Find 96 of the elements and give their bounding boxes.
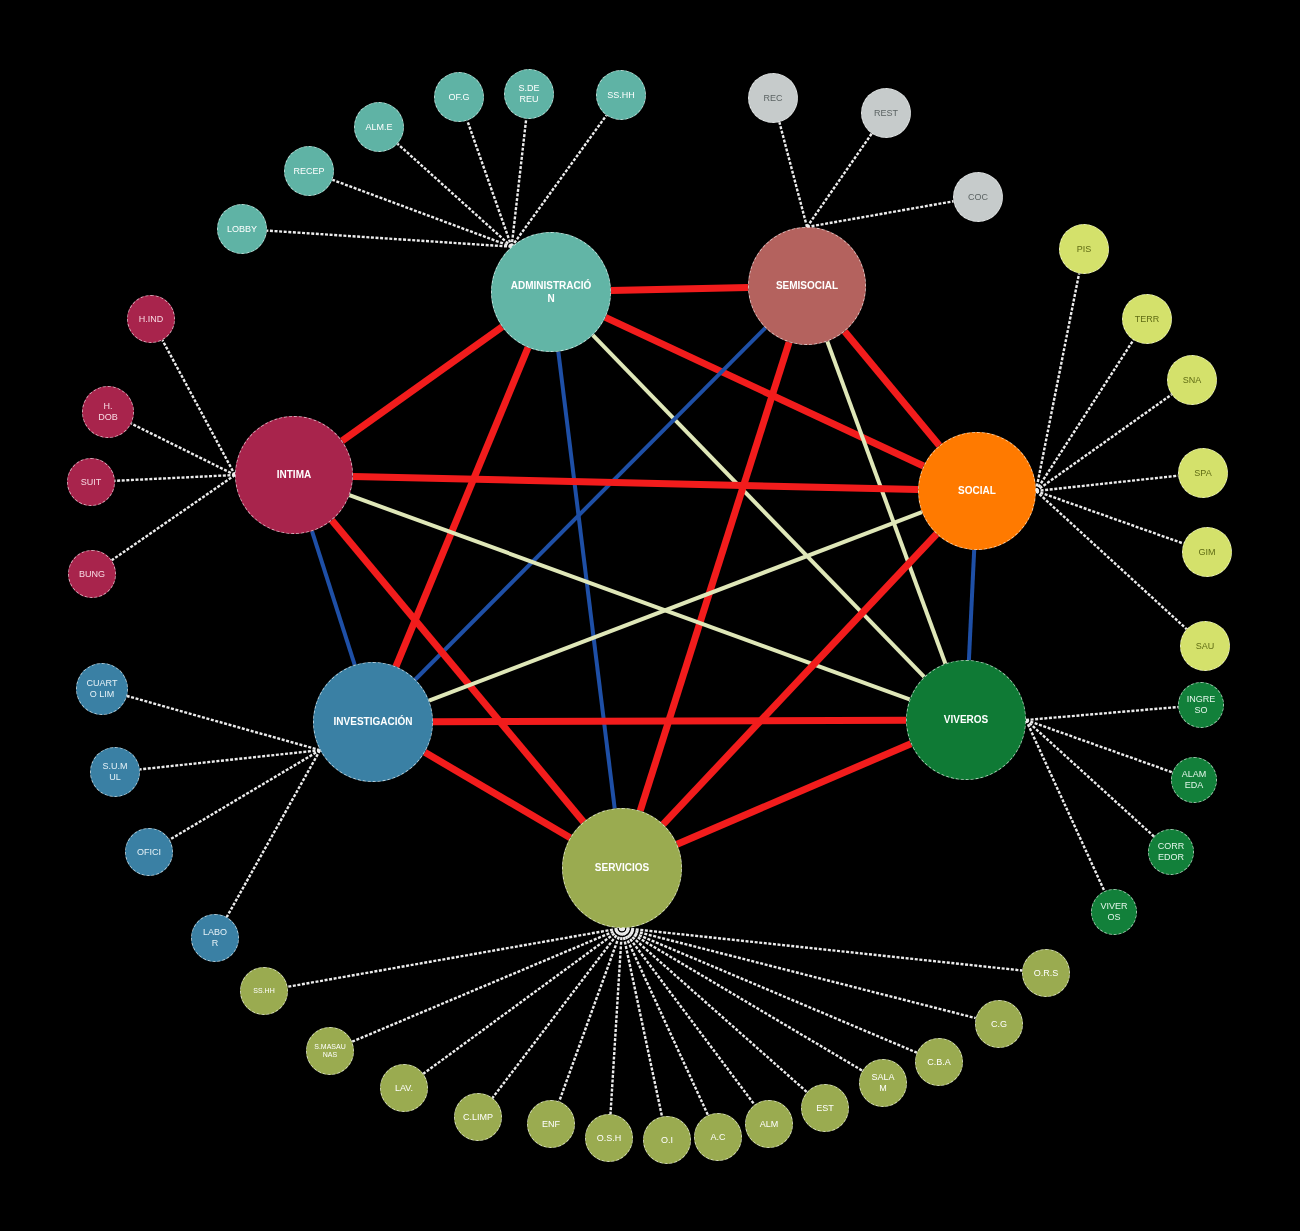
connector-line xyxy=(225,749,322,918)
connector-line xyxy=(510,118,528,247)
connector-line xyxy=(352,472,919,494)
connector-line xyxy=(621,927,808,1093)
connector-line xyxy=(114,473,236,482)
space-label: OFICI xyxy=(136,846,162,858)
connector-line xyxy=(126,694,321,752)
zone-label: INTIMA xyxy=(275,468,313,482)
connector-line xyxy=(130,422,236,477)
space-label: SUIT xyxy=(79,476,103,488)
space-label: OF.G xyxy=(447,91,471,103)
space-label: O.S.H xyxy=(595,1132,623,1144)
connector-line xyxy=(329,518,587,825)
space-label: SALA M xyxy=(870,1072,896,1094)
connector-line xyxy=(169,749,321,841)
connector-line xyxy=(392,346,532,668)
connector-line xyxy=(842,329,942,448)
space-label: CUART O LIM xyxy=(85,678,119,700)
zone-label: SERVICIOS xyxy=(593,861,651,875)
space-label: CORR EDOR xyxy=(1156,841,1186,863)
connector-line xyxy=(591,333,926,679)
space-label: SPA xyxy=(1193,467,1213,479)
space-label: S.U.M UL xyxy=(101,761,129,783)
space-label: PIS xyxy=(1075,243,1093,255)
space-label: SNA xyxy=(1181,374,1203,386)
space-label: O.I xyxy=(660,1134,674,1146)
space-label: LAV. xyxy=(394,1082,414,1094)
connector-line xyxy=(1025,705,1179,722)
connector-line xyxy=(348,493,911,702)
space-label: ALM xyxy=(758,1118,780,1130)
connector-line xyxy=(466,120,513,248)
connector-line xyxy=(806,200,954,229)
zone-label: ADMINISTRACIÓ N xyxy=(509,278,593,306)
zone-label: SEMISOCIAL xyxy=(774,279,840,293)
connector-line xyxy=(1035,489,1184,545)
connector-line xyxy=(428,510,923,703)
space-label: SAU xyxy=(1194,640,1216,652)
space-label: H.IND xyxy=(137,313,165,325)
connector-line xyxy=(1025,718,1173,774)
space-label: C.B.A xyxy=(926,1056,952,1068)
connector-line xyxy=(161,339,237,476)
connector-line xyxy=(1035,474,1179,493)
space-label: S.DE REU xyxy=(517,83,541,105)
space-label: RECEP xyxy=(292,165,326,177)
connector-line xyxy=(510,114,608,248)
connector-line xyxy=(340,323,505,444)
zone-label: INVESTIGACIÓN xyxy=(332,715,414,729)
connector-line xyxy=(603,314,925,470)
connector-line xyxy=(610,283,749,295)
space-label: SS.HH xyxy=(606,89,636,101)
connector-line xyxy=(139,749,321,771)
space-label: REC xyxy=(762,92,784,104)
connector-line xyxy=(558,927,624,1102)
space-label: H. DOB xyxy=(97,401,119,423)
connector-line xyxy=(413,326,767,681)
connector-line xyxy=(825,340,948,665)
connector-line xyxy=(1035,339,1135,492)
space-label: LOBBY xyxy=(226,223,258,235)
zone-label: SOCIAL xyxy=(957,484,997,498)
connector-line xyxy=(636,341,793,812)
zone-label: VIVEROS xyxy=(942,713,990,727)
connector-line xyxy=(1035,490,1188,630)
connector-line xyxy=(966,549,977,661)
connector-line xyxy=(266,229,512,248)
connector-line xyxy=(433,716,906,726)
space-label: REST xyxy=(873,107,899,119)
space-label: LABO R xyxy=(202,927,228,949)
space-label: ENF xyxy=(541,1118,561,1130)
space-label: C.G xyxy=(990,1018,1008,1030)
connector-line xyxy=(621,927,756,1106)
connector-line xyxy=(111,474,236,562)
space-label: TERR xyxy=(1133,313,1161,325)
space-label: VIVER OS xyxy=(1099,901,1129,923)
space-label: A.C xyxy=(709,1131,727,1143)
space-label: O.R.S xyxy=(1032,967,1060,979)
connector-line xyxy=(1025,719,1155,838)
connector-line xyxy=(422,927,623,1075)
connector-line xyxy=(310,530,357,666)
space-label: GIM xyxy=(1197,546,1217,558)
connector-line xyxy=(396,142,513,248)
connector-line xyxy=(491,927,623,1099)
connector-line xyxy=(1035,393,1173,492)
connector-line xyxy=(556,351,617,809)
space-label: BUNG xyxy=(78,568,106,580)
connector-line xyxy=(423,749,572,841)
space-label: ALM.E xyxy=(364,121,394,133)
space-label: ALAM EDA xyxy=(1180,769,1208,791)
connector-line xyxy=(660,531,940,827)
connector-line xyxy=(806,132,873,228)
space-label: C.LIMP xyxy=(462,1111,494,1123)
connector-line xyxy=(675,740,913,848)
connector-line xyxy=(778,121,809,228)
space-label: INGRE SO xyxy=(1185,694,1217,716)
connector-line xyxy=(621,926,918,1054)
space-label: COC xyxy=(967,191,989,203)
space-label: EST xyxy=(815,1102,835,1114)
